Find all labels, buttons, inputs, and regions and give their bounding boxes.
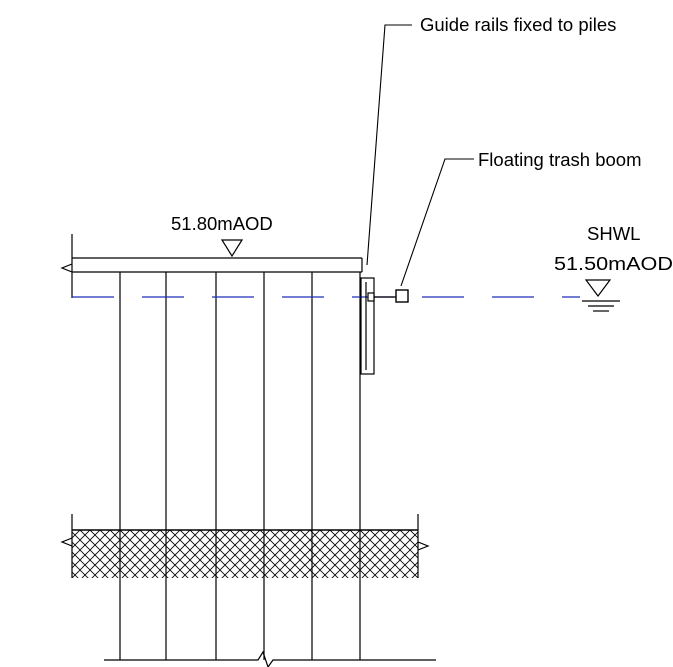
guide-rail — [360, 277, 396, 375]
guide-rails-leader — [366, 24, 412, 266]
bottom-break-line — [104, 650, 436, 667]
ground-break-left — [60, 537, 73, 547]
trash-boom-leader — [400, 158, 474, 287]
trash-boom-float — [395, 289, 409, 303]
deck-break-mark — [60, 263, 73, 273]
deck-level-label: 51.80mAOD — [171, 213, 273, 234]
deck-level-marker — [220, 239, 244, 258]
trash-boom-label: Floating trash boom — [478, 149, 642, 170]
deck-slab — [60, 234, 363, 298]
shwl-marker — [582, 279, 620, 312]
shwl-level-label: 51.50mAOD — [554, 253, 673, 274]
guide-rails-label: Guide rails fixed to piles — [420, 14, 616, 35]
sheet-piles — [119, 272, 361, 660]
bed-ground — [60, 514, 430, 578]
shwl-title-label: SHWL — [587, 223, 640, 244]
ground-break-right — [417, 541, 430, 551]
